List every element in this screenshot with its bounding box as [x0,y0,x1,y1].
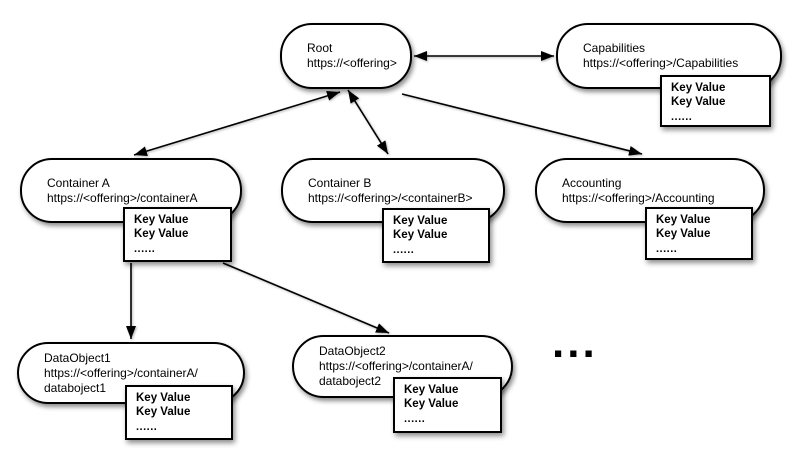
node-root: Root https://<offering> [280,23,412,89]
node-title: Container A [47,175,110,190]
node-title: Capabilities [583,41,646,55]
kv-line: Key Value [393,215,448,227]
edge-root-accounting [401,93,643,156]
kv-line: Key Value [404,398,459,410]
node-url: https://<offering>/<containerB> [308,190,473,205]
kv-line: Key Value [656,228,711,240]
key-value-box-dataobject1: Key Value Key Value ...... [125,385,233,440]
key-value-box-dataobject2: Key Value Key Value ...... [393,377,502,433]
node-title: DataObject1 [44,350,111,365]
edge-root-container-a [133,91,341,156]
kv-ellipsis: ...... [656,243,678,255]
kv-line: Key Value [393,229,448,241]
key-value-box-capabilities: Key Value Key Value ...... [660,75,771,127]
node-url: https://<offering>/Accounting [562,190,715,205]
kv-line: Key Value [136,406,191,418]
kv-ellipsis: ...... [393,244,415,256]
kv-line: Key Value [671,96,726,108]
kv-line: Key Value [134,214,189,226]
node-title: Container B [308,175,372,190]
kv-ellipsis: ...... [404,413,426,425]
node-title: Accounting [562,175,622,190]
kv-line: Key Value [404,384,459,396]
kv-ellipsis: ...... [134,243,156,255]
node-title: Root [307,41,333,55]
edge-root-container-b [347,89,389,155]
node-url: https://<offering> [307,56,397,70]
node-url: https://<offering>/containerA [47,190,198,205]
node-url: https://<offering>/containerA/ databojec… [44,365,198,395]
key-value-box-container-a: Key Value Key Value ...... [123,207,232,262]
key-value-box-container-b: Key Value Key Value ...... [382,208,490,263]
key-value-box-accounting: Key Value Key Value ...... [645,207,753,260]
kv-ellipsis: ...... [671,111,693,123]
node-title: DataObject2 [319,344,386,358]
kv-ellipsis: ...... [136,421,158,433]
kv-line: Key Value [671,82,726,94]
kv-line: Key Value [656,214,711,226]
more-items-ellipsis: ... [552,318,598,367]
node-url: https://<offering>/Capabilities [583,56,739,70]
kv-line: Key Value [136,392,191,404]
kv-line: Key Value [134,228,189,240]
node-url: https://<offering>/containerA/ databojec… [319,359,473,388]
edge-container-a-dataobject2 [222,262,390,334]
